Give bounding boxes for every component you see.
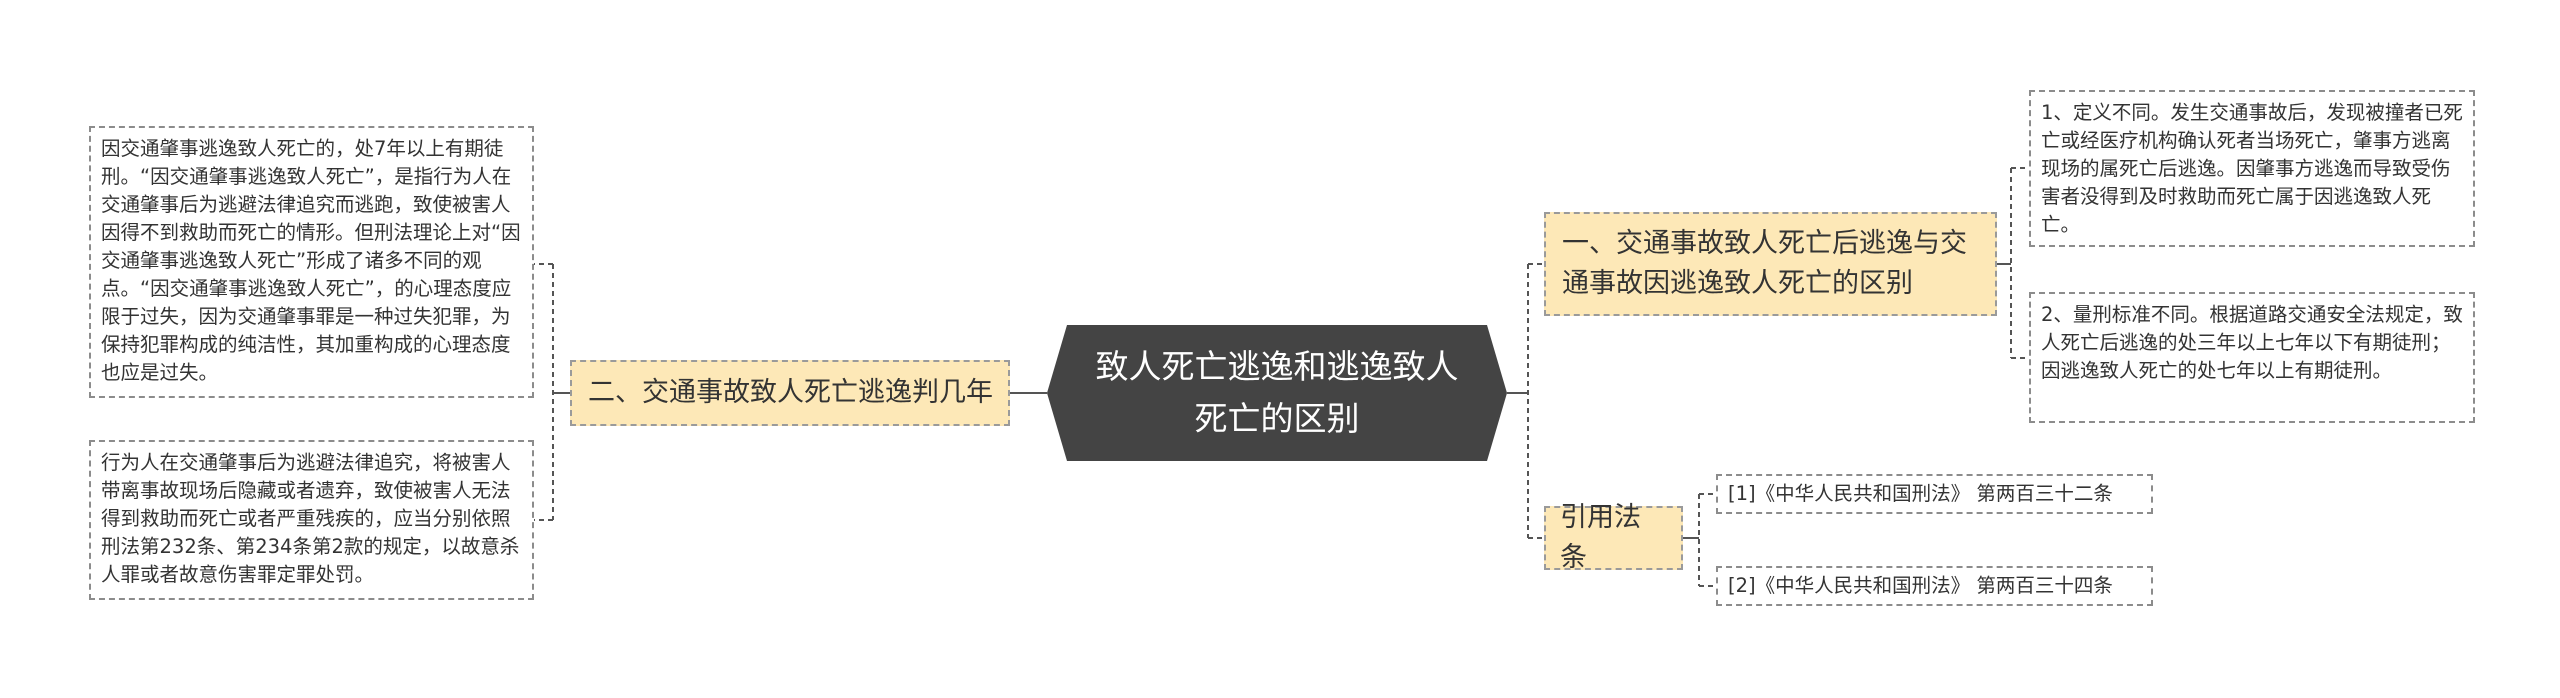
leaf-sentencing-text: 2、量刑标准不同。根据道路交通安全法规定，致人死亡后逃逸的处三年以上七年以下有期… (2041, 303, 2463, 382)
leaf-citation-2-text: [2]《中华人民共和国刑法》 第两百三十四条 (1728, 574, 2113, 597)
branch-right-difference-label: 一、交通事故致人死亡后逃逸与交通事故因逃逸致人死亡的区别 (1562, 228, 1967, 299)
leaf-left-penalty[interactable]: 因交通肇事逃逸致人死亡的，处7年以上有期徒刑。“因交通肇事逃逸致人死亡”，是指行… (89, 126, 534, 398)
branch-right-difference[interactable]: 一、交通事故致人死亡后逃逸与交通事故因逃逸致人死亡的区别 (1544, 212, 1997, 316)
leaf-citation-1[interactable]: [1]《中华人民共和国刑法》 第两百三十二条 (1716, 474, 2153, 514)
branch-left-sentence-label: 二、交通事故致人死亡逃逸判几年 (588, 377, 993, 408)
leaf-left-concealment[interactable]: 行为人在交通肇事后为逃避法律追究，将被害人带离事故现场后隐藏或者遗弃，致使被害人… (89, 440, 534, 600)
leaf-left-concealment-text: 行为人在交通肇事后为逃避法律追究，将被害人带离事故现场后隐藏或者遗弃，致使被害人… (101, 451, 520, 586)
leaf-left-penalty-text: 因交通肇事逃逸致人死亡的，处7年以上有期徒刑。“因交通肇事逃逸致人死亡”，是指行… (101, 137, 521, 384)
leaf-sentencing[interactable]: 2、量刑标准不同。根据道路交通安全法规定，致人死亡后逃逸的处三年以上七年以下有期… (2029, 292, 2475, 423)
root-topic-label: 致人死亡逃逸和逃逸致人死亡的区别 (1095, 347, 1459, 438)
leaf-definition-text: 1、定义不同。发生交通事故后，发现被撞者已死亡或经医疗机构确认死者当场死亡，肇事… (2041, 101, 2463, 236)
branch-right-citations[interactable]: 引用法条 (1544, 502, 1683, 573)
leaf-citation-2[interactable]: [2]《中华人民共和国刑法》 第两百三十四条 (1716, 566, 2153, 606)
root-topic[interactable]: 致人死亡逃逸和逃逸致人死亡的区别 (1047, 325, 1507, 461)
leaf-definition[interactable]: 1、定义不同。发生交通事故后，发现被撞者已死亡或经医疗机构确认死者当场死亡，肇事… (2029, 90, 2475, 247)
branch-right-citations-label: 引用法条 (1560, 502, 1641, 573)
branch-left-sentence[interactable]: 二、交通事故致人死亡逃逸判几年 (570, 360, 1010, 426)
leaf-citation-1-text: [1]《中华人民共和国刑法》 第两百三十二条 (1728, 482, 2113, 505)
